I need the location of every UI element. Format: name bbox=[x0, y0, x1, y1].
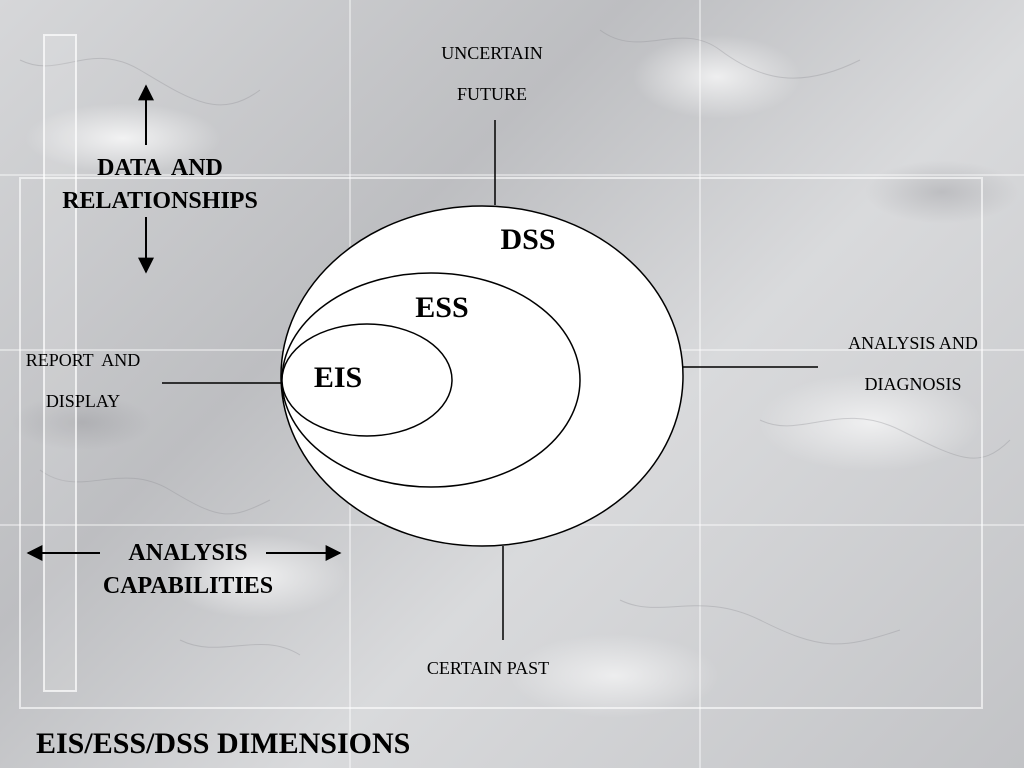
ess-label: ESS bbox=[415, 291, 469, 324]
certain-past-label: CERTAIN PAST bbox=[426, 658, 550, 678]
analysis-diagnosis-label: ANALYSIS AND DIAGNOSIS bbox=[822, 323, 1004, 405]
uncertain-future-label: UNCERTAIN FUTURE bbox=[412, 33, 572, 115]
report-label-line2: DISPLAY bbox=[45, 391, 121, 411]
analysis-dx-line2: DIAGNOSIS bbox=[864, 374, 962, 394]
report-display-label: REPORT AND DISPLAY bbox=[0, 340, 166, 422]
axis-arrows bbox=[26, 84, 342, 561]
analysis-capabilities-label: ANALYSIS CAPABILITIES bbox=[58, 537, 318, 603]
page-title: EIS/ESS/DSS DIMENSIONS bbox=[36, 727, 411, 760]
report-label-line1: REPORT AND bbox=[25, 350, 141, 370]
capabilities-line2: CAPABILITIES bbox=[102, 573, 274, 599]
data-rel-line2: RELATIONSHIPS bbox=[62, 188, 258, 214]
connector-lines bbox=[162, 120, 818, 640]
dss-label: DSS bbox=[500, 223, 556, 256]
data-relationships-label: DATA AND RELATIONSHIPS bbox=[30, 152, 290, 218]
uncertain-label-line2: FUTURE bbox=[456, 84, 527, 104]
uncertain-label-line1: UNCERTAIN bbox=[441, 43, 543, 63]
data-rel-line1: DATA AND bbox=[97, 155, 223, 181]
analysis-dx-line1: ANALYSIS AND bbox=[848, 333, 978, 353]
capabilities-line1: ANALYSIS bbox=[128, 540, 248, 566]
eis-label: EIS bbox=[313, 361, 363, 394]
eis-circle bbox=[281, 323, 453, 437]
nested-circles bbox=[280, 205, 684, 547]
